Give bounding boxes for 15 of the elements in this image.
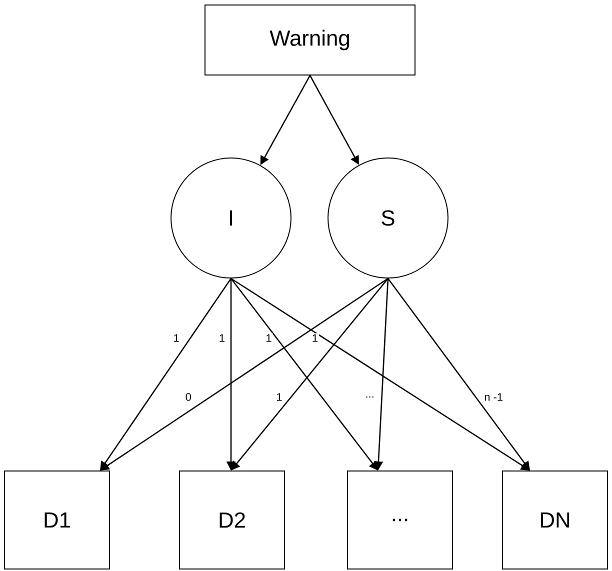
- edge-label: 0: [184, 392, 192, 402]
- process-box: ...: [347, 470, 453, 570]
- process-box: D1: [4, 470, 110, 570]
- edge-label: 1: [275, 392, 284, 402]
- circle-node: I: [170, 158, 292, 278]
- edge-label: 1: [264, 333, 273, 343]
- process-box: D2: [179, 470, 285, 570]
- edge-label: ...: [364, 395, 376, 399]
- edge-label: 1: [218, 333, 226, 343]
- process-box: DN: [502, 470, 608, 570]
- edge-label: 1: [172, 333, 180, 343]
- process-box: Warning: [204, 4, 416, 76]
- edge-label: 1: [310, 333, 320, 343]
- circle-node: S: [328, 158, 448, 278]
- edge-label: n -1: [483, 392, 504, 402]
